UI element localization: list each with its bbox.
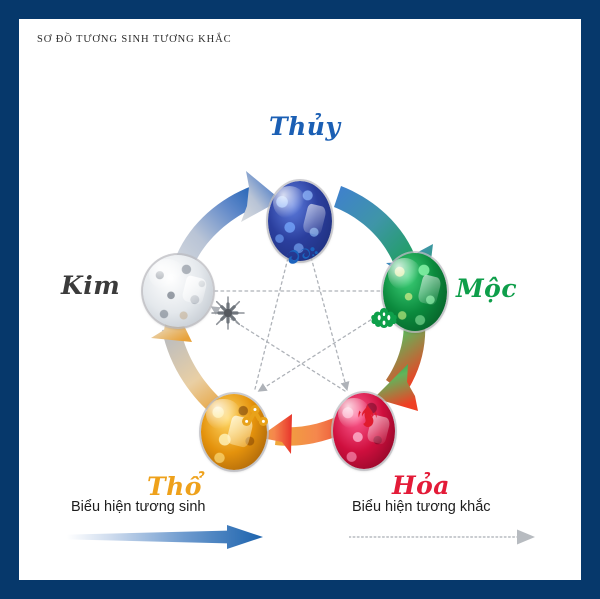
overcoming-tho-thuy <box>254 240 295 390</box>
legend-overcoming-arrow <box>349 529 535 545</box>
gem-kim[interactable] <box>141 253 215 329</box>
element-label-kim: Kim <box>61 271 121 300</box>
overcoming-moc-tho <box>257 306 392 392</box>
overcoming-thuy-hoa <box>307 245 350 392</box>
legend-generating-arrow <box>67 525 263 549</box>
element-label-thuy: Thủy <box>269 112 341 141</box>
legend-generating-label: Biểu hiện tương sinh <box>71 499 206 515</box>
poster-canvas: SƠ ĐỒ TƯƠNG SINH TƯƠNG KHẮC <box>19 19 581 580</box>
legend: Biểu hiện tương sinh Biểu hiện tương khắ… <box>19 489 581 569</box>
element-label-moc: Mộc <box>456 274 518 303</box>
five-element-diagram: Thủy Mộc Hỏa Thổ Kim <box>19 59 581 501</box>
page-title: SƠ ĐỒ TƯƠNG SINH TƯƠNG KHẮC <box>37 34 232 45</box>
element-label-tho: Thổ <box>147 472 202 501</box>
legend-overcoming-label: Biểu hiện tương khắc <box>352 499 491 515</box>
gem-kim-texture <box>143 255 213 327</box>
element-label-hoa: Hỏa <box>392 471 450 500</box>
